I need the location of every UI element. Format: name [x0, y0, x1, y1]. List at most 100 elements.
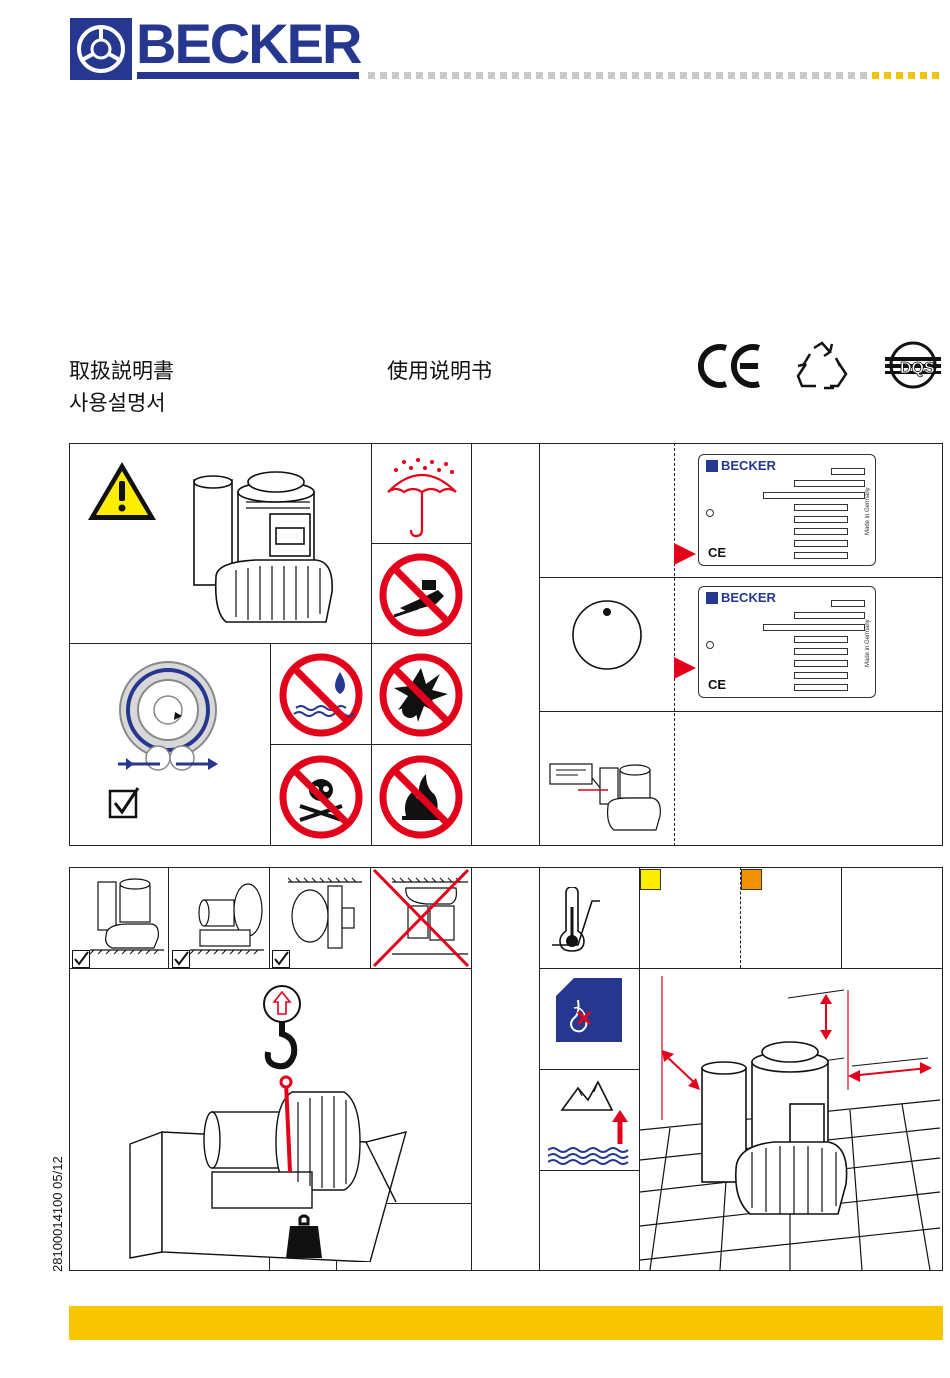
rule-dot [608, 72, 615, 79]
rule-dot [740, 72, 747, 79]
lifting-hook-icon [256, 984, 308, 1074]
title-japanese: 取扱説明書 [69, 356, 174, 386]
rule-dot [524, 72, 531, 79]
rule-dot [428, 72, 435, 79]
rule-dot [620, 72, 627, 79]
rule-dot [848, 72, 855, 79]
rule-dot [704, 72, 711, 79]
rule-dot [728, 72, 735, 79]
rule-dot [668, 72, 675, 79]
no-toxic-icon [278, 754, 364, 840]
brand-name: BECKER [136, 14, 360, 74]
rule-dot [452, 72, 459, 79]
protect-from-rain-icon [384, 456, 460, 538]
swatch-yellow [640, 869, 661, 890]
rule-dot [416, 72, 423, 79]
thermometer-icon [552, 887, 602, 953]
flow-direction-arrows-icon [116, 752, 220, 776]
title-chinese: 使用说明书 [387, 356, 492, 386]
swatch-orange [741, 869, 762, 890]
blower-drawing [186, 452, 336, 632]
mounting-wall [288, 874, 362, 960]
no-condensate-icon [556, 978, 622, 1042]
ce-mark-icon [698, 342, 764, 390]
rule-dot [404, 72, 411, 79]
nameplate-brand: BECKER [721, 458, 776, 473]
dial-icon [570, 598, 644, 672]
nameplate-ce: CE [708, 677, 726, 692]
dqs-certificate-icon: DQS [884, 340, 942, 390]
rule-dot [872, 72, 879, 79]
mounting-horizontal-floor [190, 880, 264, 966]
nameplate-ce: CE [708, 545, 726, 560]
check-ok-icon [272, 950, 290, 968]
rule-dot [644, 72, 651, 79]
weight-icon [284, 1214, 324, 1260]
rule-dot [392, 72, 399, 79]
rule-dot [584, 72, 591, 79]
rule-dot [500, 72, 507, 79]
rule-dot [536, 72, 543, 79]
rule-dot [380, 72, 387, 79]
rule-dot [836, 72, 843, 79]
nameplate-logo-mark [706, 460, 718, 472]
rule-dot [596, 72, 603, 79]
rule-dot [920, 72, 927, 79]
rule-dot [560, 72, 567, 79]
rule-dot [548, 72, 555, 79]
rule-dot [800, 72, 807, 79]
mounting-inverted-forbidden [372, 868, 470, 968]
nameplate-made-in: Made in Germany [865, 619, 871, 667]
footer-accent-bar [69, 1306, 943, 1340]
checkbox-checked-icon [108, 787, 140, 819]
document-code: 28100014100 05/12 [50, 1156, 65, 1272]
rule-dot [368, 72, 375, 79]
warning-triangle-icon [86, 459, 158, 523]
no-liquids-icon [278, 652, 364, 738]
rule-dot [632, 72, 639, 79]
rule-dot [896, 72, 903, 79]
header-dotted-rule [368, 72, 948, 80]
rule-dot [680, 72, 687, 79]
rule-dot [464, 72, 471, 79]
recycling-icon [794, 340, 850, 394]
mounting-vertical-floor [90, 874, 164, 966]
rule-dot [860, 72, 867, 79]
rule-dot [512, 72, 519, 79]
installation-clearances-drawing [640, 970, 942, 1270]
logo-underline [137, 72, 359, 79]
rule-dot [824, 72, 831, 79]
nameplate-location-drawing [548, 756, 670, 836]
nameplate-1: BECKER CE Made in Germany [698, 454, 876, 566]
rule-dot [764, 72, 771, 79]
rule-dot [788, 72, 795, 79]
nameplate-made-in: Made in Germany [865, 487, 871, 535]
rule-dot [776, 72, 783, 79]
title-korean: 사용설명서 [69, 388, 166, 418]
rule-dot [692, 72, 699, 79]
nameplate-2: BECKER CE Made in Germany [698, 586, 876, 698]
pointer-arrow-icon [674, 543, 696, 565]
rule-dot [572, 72, 579, 79]
rule-dot [488, 72, 495, 79]
svg-text:DQS: DQS [900, 360, 935, 377]
check-ok-icon [72, 950, 90, 968]
pointer-arrow-icon [674, 657, 696, 679]
rule-dot [476, 72, 483, 79]
rule-dot [908, 72, 915, 79]
unpacking-drawing [126, 1072, 410, 1262]
nameplate-brand: BECKER [721, 590, 776, 605]
rule-dot [752, 72, 759, 79]
no-flammable-icon [378, 754, 464, 840]
rule-dot [884, 72, 891, 79]
rule-dot [440, 72, 447, 79]
rule-dot [716, 72, 723, 79]
check-ok-icon [172, 950, 190, 968]
no-explosive-icon [378, 652, 464, 738]
altitude-icon [548, 1076, 632, 1166]
becker-logo-mark [70, 18, 132, 80]
rule-dot [812, 72, 819, 79]
no-forklift-icon [378, 552, 464, 638]
rule-dot [932, 72, 939, 79]
rule-dot [656, 72, 663, 79]
